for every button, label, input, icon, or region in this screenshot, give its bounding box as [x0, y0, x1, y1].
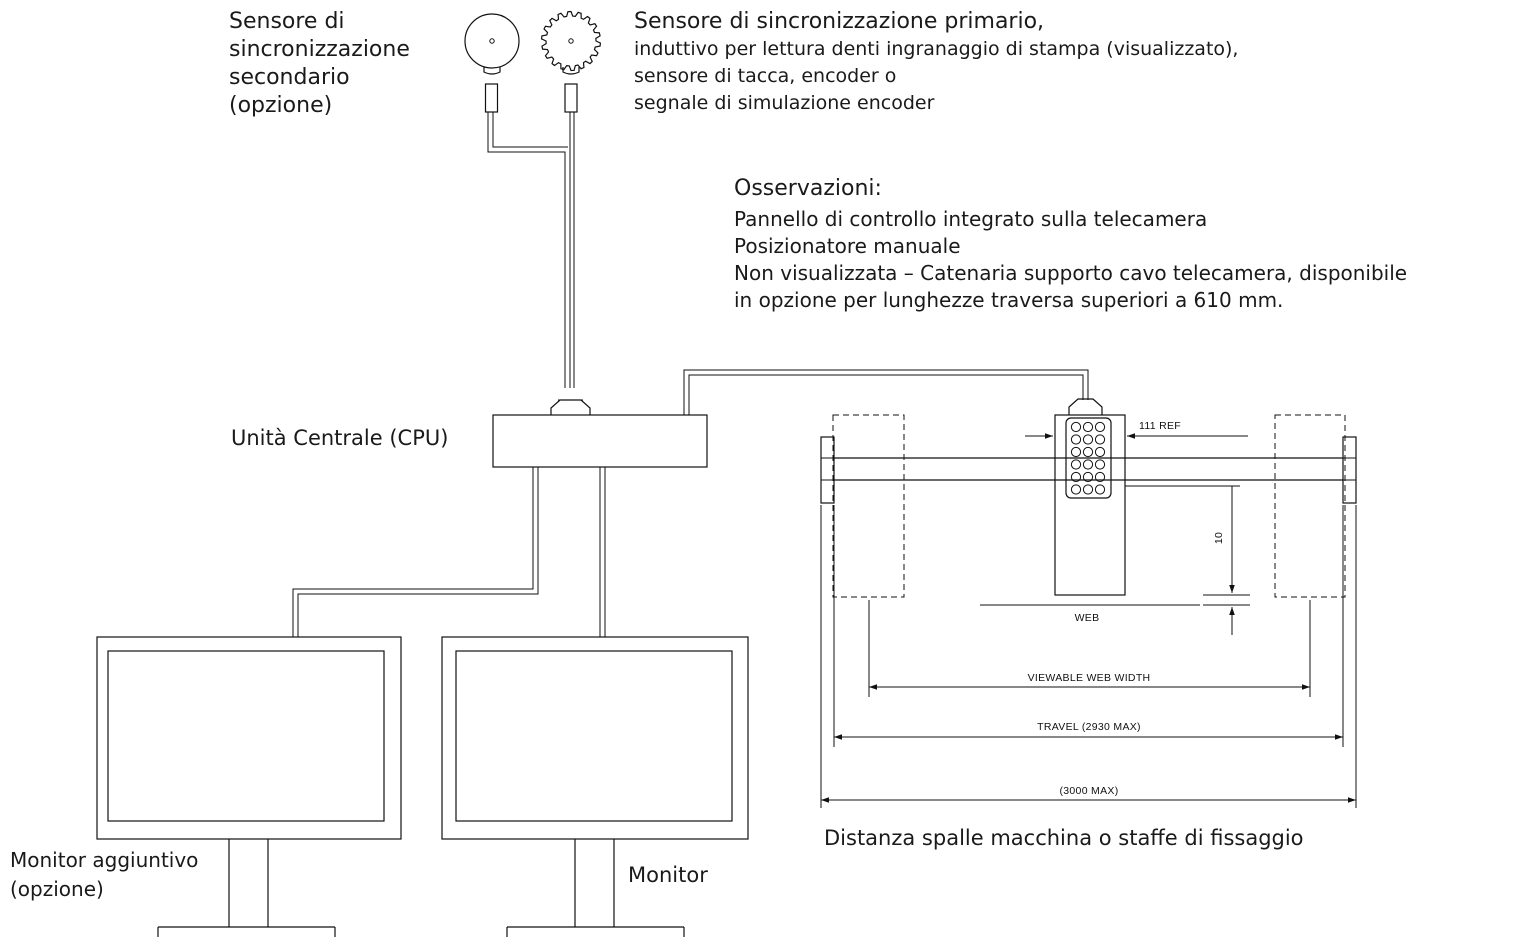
monitor-label: Monitor	[628, 863, 708, 887]
viewable-width-dim: VIEWABLE WEB WIDTH	[1028, 672, 1151, 684]
overall-dim: (3000 MAX)	[1059, 785, 1118, 797]
keypad-button	[1082, 471, 1094, 483]
cpu-unit	[492, 399, 708, 468]
notes-title: Osservazioni:	[734, 176, 882, 201]
keypad-button	[1094, 459, 1106, 470]
travel-dim: TRAVEL (2930 MAX)	[1037, 721, 1141, 733]
camera-width-dim: 111 REF	[1139, 420, 1181, 432]
monitor-cables	[292, 467, 606, 637]
secondary-sensor-label: Sensore di sincronizzazione secondario (…	[229, 9, 410, 118]
keypad-button	[1082, 484, 1094, 495]
keypad-button	[1094, 434, 1106, 445]
sensor-cables	[487, 112, 575, 388]
keypad-button	[1070, 434, 1082, 445]
keypad-button	[1082, 446, 1094, 458]
camera-keypad	[1070, 421, 1106, 495]
extra-monitor-label: Monitor aggiuntivo (opzione)	[10, 848, 199, 901]
keypad-button	[1070, 471, 1082, 483]
keypad-button	[1094, 446, 1106, 458]
traverse-drawing: 111 REF 10 WEB VIEWABLE WEB WIDTH TRAVEL…	[820, 398, 1357, 808]
secondary-sensor-icon	[464, 13, 520, 113]
keypad-button	[1094, 484, 1106, 495]
keypad-button	[1094, 421, 1106, 433]
frame-distance-label: Distanza spalle macchina o staffe di fis…	[824, 826, 1304, 850]
primary-sensor-gear-icon	[540, 10, 602, 113]
extra-monitor	[96, 636, 402, 937]
keypad-button	[1082, 434, 1094, 445]
keypad-button	[1094, 471, 1106, 483]
primary-sensor-label: Sensore di sincronizzazione primario, in…	[634, 9, 1239, 114]
notes-block: Osservazioni: Pannello di controllo inte…	[734, 176, 1408, 312]
keypad-button	[1082, 421, 1094, 433]
main-monitor	[441, 636, 749, 937]
keypad-button	[1070, 421, 1082, 433]
keypad-button	[1070, 459, 1082, 470]
web-label: WEB	[1075, 612, 1100, 624]
web-gap-dim: 10	[1213, 532, 1225, 544]
keypad-button	[1070, 446, 1082, 458]
cpu-label: Unità Centrale (CPU)	[231, 426, 449, 450]
keypad-button	[1070, 484, 1082, 495]
camera-cable	[683, 369, 1089, 415]
keypad-button	[1082, 459, 1094, 470]
